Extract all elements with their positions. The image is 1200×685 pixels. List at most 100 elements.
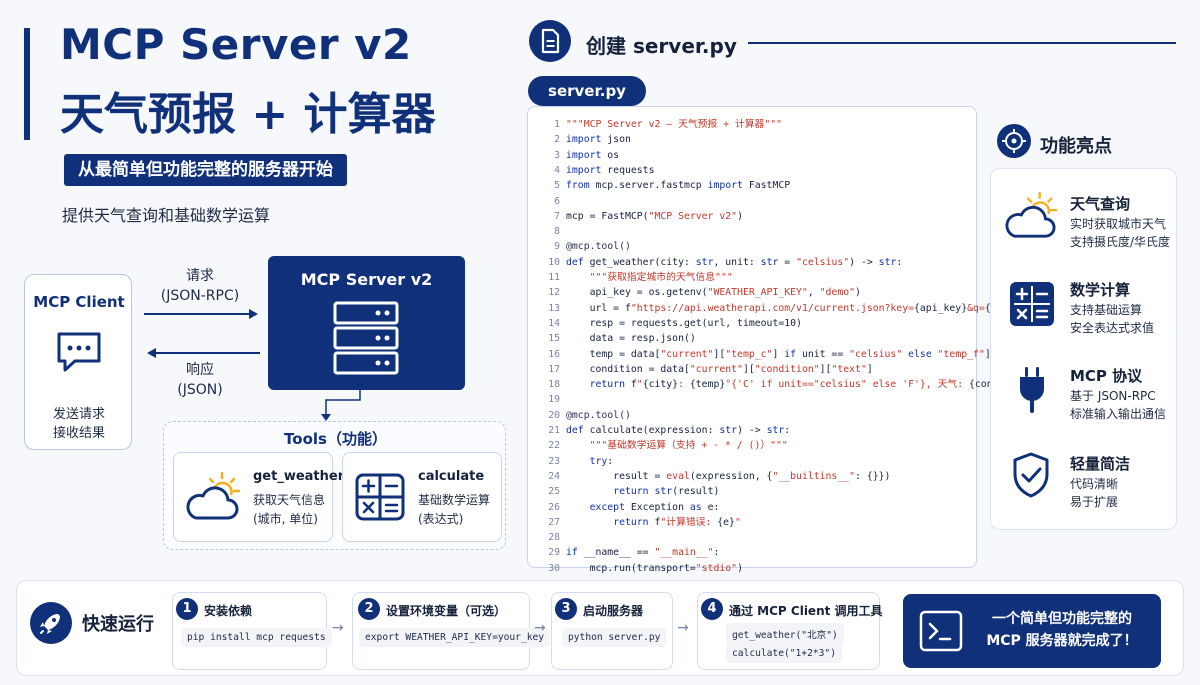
code-token: e: bbox=[701, 501, 720, 513]
server-tools-connector bbox=[321, 390, 361, 421]
code-token: : bbox=[607, 455, 614, 467]
code-token: "temp_c" bbox=[725, 348, 773, 360]
tool-card-calculate: calculate 基础数学运算 (表达式) bbox=[342, 452, 502, 542]
step-env: 2 设置环境变量（可选） export WEATHER_API_KEY=your… bbox=[352, 592, 551, 670]
code-token bbox=[566, 517, 613, 528]
code-token: : {}}) bbox=[855, 470, 891, 482]
feature-desc-line: 基于 JSON-RPC bbox=[1070, 389, 1156, 403]
file-tab-server-py[interactable]: server.py bbox=[528, 76, 646, 106]
code-token: ][ bbox=[742, 363, 755, 375]
step-command: calculate("1+2*3") bbox=[726, 644, 842, 663]
code-token: "__builtins__" bbox=[772, 470, 856, 482]
response-label: 响应 (JSON) bbox=[150, 360, 250, 400]
code-token: = bbox=[778, 256, 797, 268]
code-token: ] bbox=[866, 363, 873, 375]
line-number: 4 bbox=[554, 164, 560, 176]
code-token: " bbox=[636, 379, 643, 391]
server-rack-icon bbox=[333, 301, 399, 375]
feature-name-weather: 天气查询 bbox=[1070, 195, 1131, 213]
feature-desc-line: 支持基础运算 bbox=[1070, 303, 1143, 317]
response-arrow-head bbox=[147, 348, 156, 358]
code-token: if bbox=[566, 547, 578, 559]
code-token: "condition" bbox=[754, 363, 820, 375]
line-number: 7 bbox=[554, 210, 560, 222]
tool-desc-line: 获取天气信息 bbox=[253, 493, 326, 507]
code-token: as bbox=[689, 501, 702, 513]
title-accent-bar bbox=[24, 28, 30, 140]
features-heading: 功能亮点 bbox=[1040, 136, 1112, 157]
line-number: 19 bbox=[548, 394, 560, 406]
code-token: if bbox=[784, 348, 797, 360]
code-line: 27 return f"计算错误: {e}" bbox=[528, 515, 978, 530]
code-token: get_weather(city: bbox=[583, 256, 696, 268]
line-number: 5 bbox=[554, 180, 560, 192]
code-token: import bbox=[707, 180, 743, 192]
code-token: "WEATHER_API_KEY" bbox=[707, 287, 808, 299]
code-token: import bbox=[566, 149, 602, 161]
code-token: " bbox=[734, 516, 741, 528]
code-token: eval bbox=[666, 470, 690, 482]
code-token: str bbox=[760, 256, 779, 268]
code-line: 23 try: bbox=[528, 454, 978, 469]
code-token: "temp_f" bbox=[937, 348, 985, 360]
step-command: get_weather("北京") bbox=[726, 623, 844, 645]
step-arrow: → bbox=[677, 620, 689, 636]
code-token: mcp.run(transport= bbox=[566, 562, 696, 574]
line-number: 6 bbox=[554, 195, 560, 207]
line-number: 23 bbox=[548, 455, 560, 467]
code-line: 18 return f"{city}: {temp}°{'C' if unit=… bbox=[528, 377, 1040, 392]
code-token bbox=[566, 440, 590, 451]
feature-desc-line: 安全表达式求值 bbox=[1070, 321, 1155, 335]
code-token: ) -> bbox=[737, 425, 767, 436]
code-line: 6 bbox=[528, 194, 978, 209]
code-token: @mcp.tool() bbox=[566, 241, 631, 253]
tool-desc-get-weather: 获取天气信息 (城市, 单位) bbox=[253, 491, 325, 529]
code-line: 25 return str(result) bbox=[528, 484, 978, 499]
line-number: 13 bbox=[548, 302, 560, 314]
code-token: __name__ == bbox=[577, 547, 655, 559]
step-number: 1 bbox=[176, 598, 198, 620]
tools-title: Tools（功能） bbox=[284, 430, 387, 448]
step-arrow: → bbox=[332, 620, 344, 636]
code-line: 28 bbox=[528, 530, 978, 545]
code-token: : bbox=[896, 256, 903, 268]
step-title: 安装依赖 bbox=[204, 604, 253, 618]
code-line: 19 bbox=[528, 392, 978, 407]
subtitle-badge: 从最简单但功能完整的服务器开始 bbox=[64, 154, 347, 186]
code-line: 17 condition = data["current"]["conditio… bbox=[528, 362, 978, 377]
code-token: resp = requests.get(url, timeout=10) bbox=[566, 317, 802, 329]
page-description: 提供天气查询和基础数学运算 bbox=[62, 206, 271, 225]
line-number: 21 bbox=[548, 425, 560, 436]
code-token: "current" bbox=[689, 363, 743, 375]
code-token: {temp} bbox=[689, 379, 726, 391]
request-label-text: 请求 bbox=[186, 268, 214, 284]
code-token bbox=[566, 272, 590, 283]
code-token: ][ bbox=[713, 348, 726, 360]
code-line: 15 data = resp.json() bbox=[528, 331, 978, 346]
code-token: "demo" bbox=[819, 287, 856, 299]
code-token: api_key = os.getenv( bbox=[566, 287, 708, 299]
feature-desc-weather: 实时获取城市天气 支持摄氏度/华氏度 bbox=[1070, 215, 1170, 251]
client-desc-send: 发送请求 bbox=[52, 407, 105, 422]
code-token: f bbox=[648, 516, 661, 528]
tools-container: Tools（功能） get_weather 获取天气信息 (城市, 单位) bbox=[163, 421, 506, 550]
step-number: 2 bbox=[358, 598, 380, 620]
code-token: {e} bbox=[717, 516, 735, 528]
code-token bbox=[566, 502, 590, 513]
response-label-text: 响应 bbox=[186, 362, 214, 378]
tool-card-get-weather: get_weather 获取天气信息 (城市, 单位) bbox=[173, 452, 344, 542]
request-protocol-text: (JSON-RPC) bbox=[160, 288, 240, 304]
feature-name-lightweight: 轻量简洁 bbox=[1070, 455, 1131, 473]
line-number: 1 bbox=[554, 119, 560, 130]
code-token: Exception bbox=[624, 501, 690, 513]
document-icon bbox=[529, 20, 571, 62]
code-token: "celsius" bbox=[849, 348, 903, 360]
step-arrow: → bbox=[534, 620, 546, 636]
code-token: """获取指定城市的天气信息""" bbox=[589, 272, 733, 283]
code-token: return bbox=[613, 516, 649, 528]
code-token: , bbox=[807, 287, 820, 299]
line-number: 22 bbox=[548, 440, 560, 452]
